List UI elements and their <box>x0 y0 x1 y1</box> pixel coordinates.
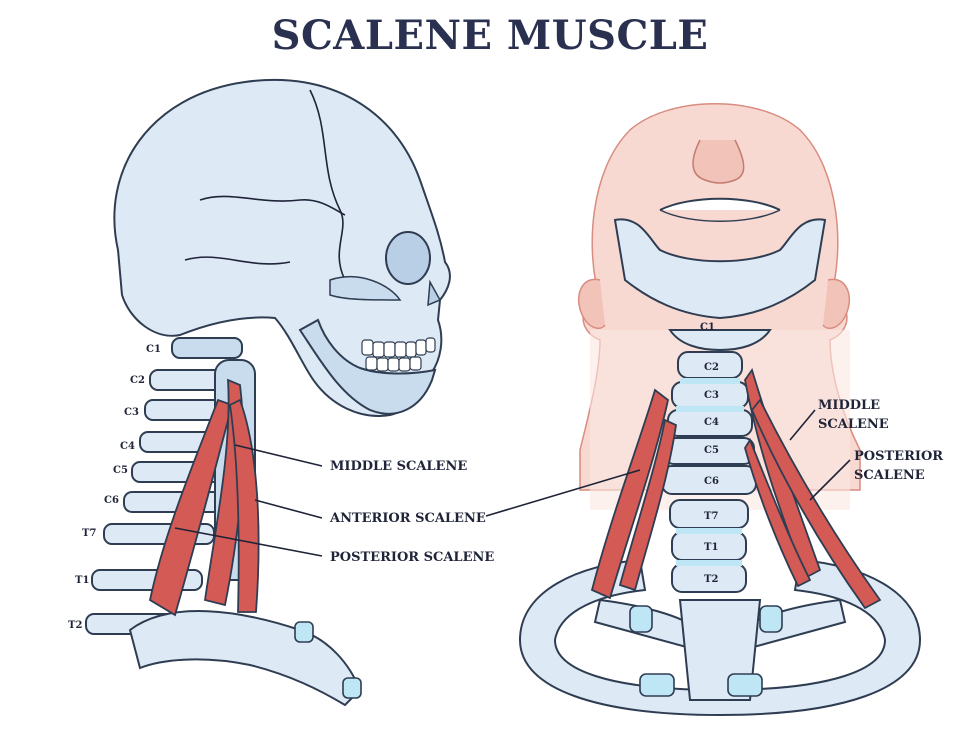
vertebra-label: C5 <box>113 465 128 476</box>
middle-scalene-side <box>229 398 260 613</box>
vertebra-label: C3 <box>124 407 139 418</box>
mandible-front <box>613 218 827 320</box>
posterior-scalene-front-label-line1: POSTERIOR <box>854 449 943 464</box>
skull <box>113 78 451 417</box>
vertebra-label: C6 <box>704 476 719 487</box>
vertebra-label: T2 <box>704 574 718 585</box>
posterior-scalene-front <box>750 398 882 610</box>
vertebra-label: C1 <box>700 322 715 333</box>
vertebra-label: T7 <box>82 528 96 539</box>
vertebra-labels-side: C1 C2 C3 C4 C5 C6 T7 T1 T2 <box>68 344 161 631</box>
mandible <box>298 318 437 415</box>
front-view: C1 C2 C3 C4 C5 C6 T7 T1 T2 MIDDLE SCALEN… <box>485 103 943 717</box>
vertebra-label: T7 <box>704 511 718 522</box>
clavicle-side <box>128 610 362 707</box>
eye-socket <box>385 231 431 285</box>
posterior-scalene-front-label-line2: SCALENE <box>854 468 925 483</box>
anterior-scalene-leader-left <box>254 499 323 519</box>
cervical-spine-front <box>661 329 772 593</box>
vertebra-label: C4 <box>120 441 135 452</box>
vertebra-label: C4 <box>704 417 719 428</box>
middle-scalene-leader <box>234 444 323 467</box>
posterior-scalene-side <box>148 398 234 617</box>
middle-scalene-front-label-line1: MIDDLE <box>818 398 880 413</box>
middle-scalene-front-leader <box>789 409 816 441</box>
vertebra-labels-front: C1 C2 C3 C4 C5 C6 T7 T1 T2 <box>700 322 719 585</box>
middle-scalene-front-label-line2: SCALENE <box>818 417 889 432</box>
vertebra-label: C2 <box>130 375 145 386</box>
vertebra-label: C3 <box>704 390 719 401</box>
middle-scalene-label: MIDDLE SCALENE <box>330 459 467 474</box>
vertebra-label: T1 <box>75 575 89 586</box>
rib-arch <box>518 558 922 717</box>
vertebra-label: C1 <box>146 344 161 355</box>
vertebra-label: C5 <box>704 445 719 456</box>
scalene-right-front-3 <box>744 438 812 588</box>
vertebra-label: T1 <box>704 542 718 553</box>
vertebra-label: T2 <box>68 620 82 631</box>
posterior-scalene-label: POSTERIOR SCALENE <box>330 550 494 565</box>
posterior-scalene-leader <box>174 527 323 557</box>
teeth <box>361 337 436 372</box>
scalene-left-front <box>590 388 670 600</box>
side-view: C1 C2 C3 C4 C5 C6 T7 T1 T2 MIDDLE SCALEN… <box>68 78 494 707</box>
page-title: SCALENE MUSCLE <box>271 12 709 59</box>
anterior-scalene-label: ANTERIOR SCALENE <box>329 511 486 526</box>
posterior-scalene-front-leader <box>809 459 851 501</box>
vertebra-label: C6 <box>104 495 119 506</box>
scalene-left-front-2 <box>618 418 677 592</box>
vertebra-label: C2 <box>704 362 719 373</box>
anterior-scalene-leader-right <box>485 469 641 517</box>
